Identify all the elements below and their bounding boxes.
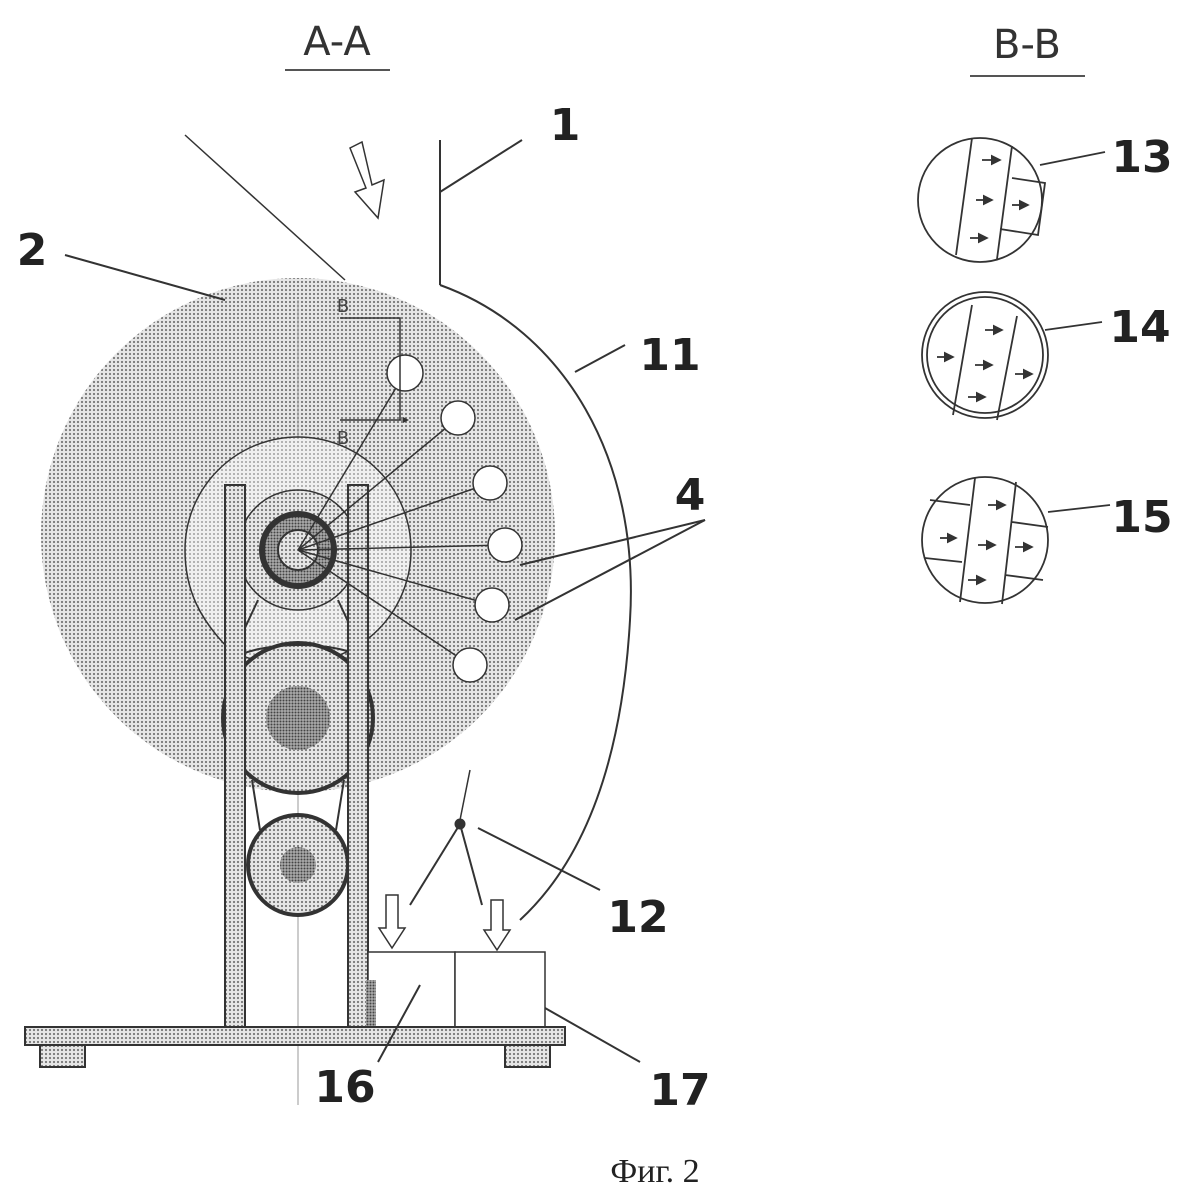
callout-15: 15	[1111, 492, 1172, 543]
down-arrow-icon	[484, 900, 510, 950]
callout-17: 17	[649, 1065, 710, 1116]
callout-1: 1	[550, 100, 581, 151]
down-arrow-icon	[379, 895, 405, 948]
callout-16: 16	[314, 1062, 375, 1113]
nozzle	[488, 528, 522, 562]
callout-12: 12	[607, 892, 668, 943]
section-marker-b-top: B	[337, 296, 349, 317]
section-title-bb: B-B	[993, 22, 1061, 68]
bin-16	[368, 952, 455, 1028]
detail-14	[922, 292, 1102, 420]
nozzle	[441, 401, 475, 435]
main-view	[25, 135, 705, 1105]
figure-caption: Фиг. 2	[610, 1153, 699, 1190]
nozzle	[475, 588, 509, 622]
callout-14: 14	[1109, 302, 1170, 353]
bb-details	[918, 138, 1110, 604]
upper-pulley-hub	[266, 686, 330, 750]
section-title-aa: A-A	[303, 19, 371, 65]
callout-13: 13	[1111, 132, 1172, 183]
section-marker-b-bottom: B	[337, 428, 349, 449]
callout-11: 11	[639, 330, 700, 381]
frame-post-left	[225, 485, 245, 1030]
base-plate	[25, 1027, 565, 1045]
flap	[460, 770, 470, 820]
callout-2: 2	[17, 225, 48, 276]
detail-15	[922, 477, 1110, 604]
lower-pulley-hub	[280, 847, 316, 883]
nozzle	[473, 466, 507, 500]
nozzle	[387, 355, 423, 391]
hopper-left-wall	[185, 135, 345, 280]
foot-left	[40, 1045, 85, 1067]
detail-13	[918, 138, 1105, 262]
foot-right	[505, 1045, 550, 1067]
nozzle	[453, 648, 487, 682]
callout-4: 4	[675, 470, 706, 521]
bin-17	[455, 952, 545, 1028]
feed-arrow-icon	[350, 142, 384, 218]
